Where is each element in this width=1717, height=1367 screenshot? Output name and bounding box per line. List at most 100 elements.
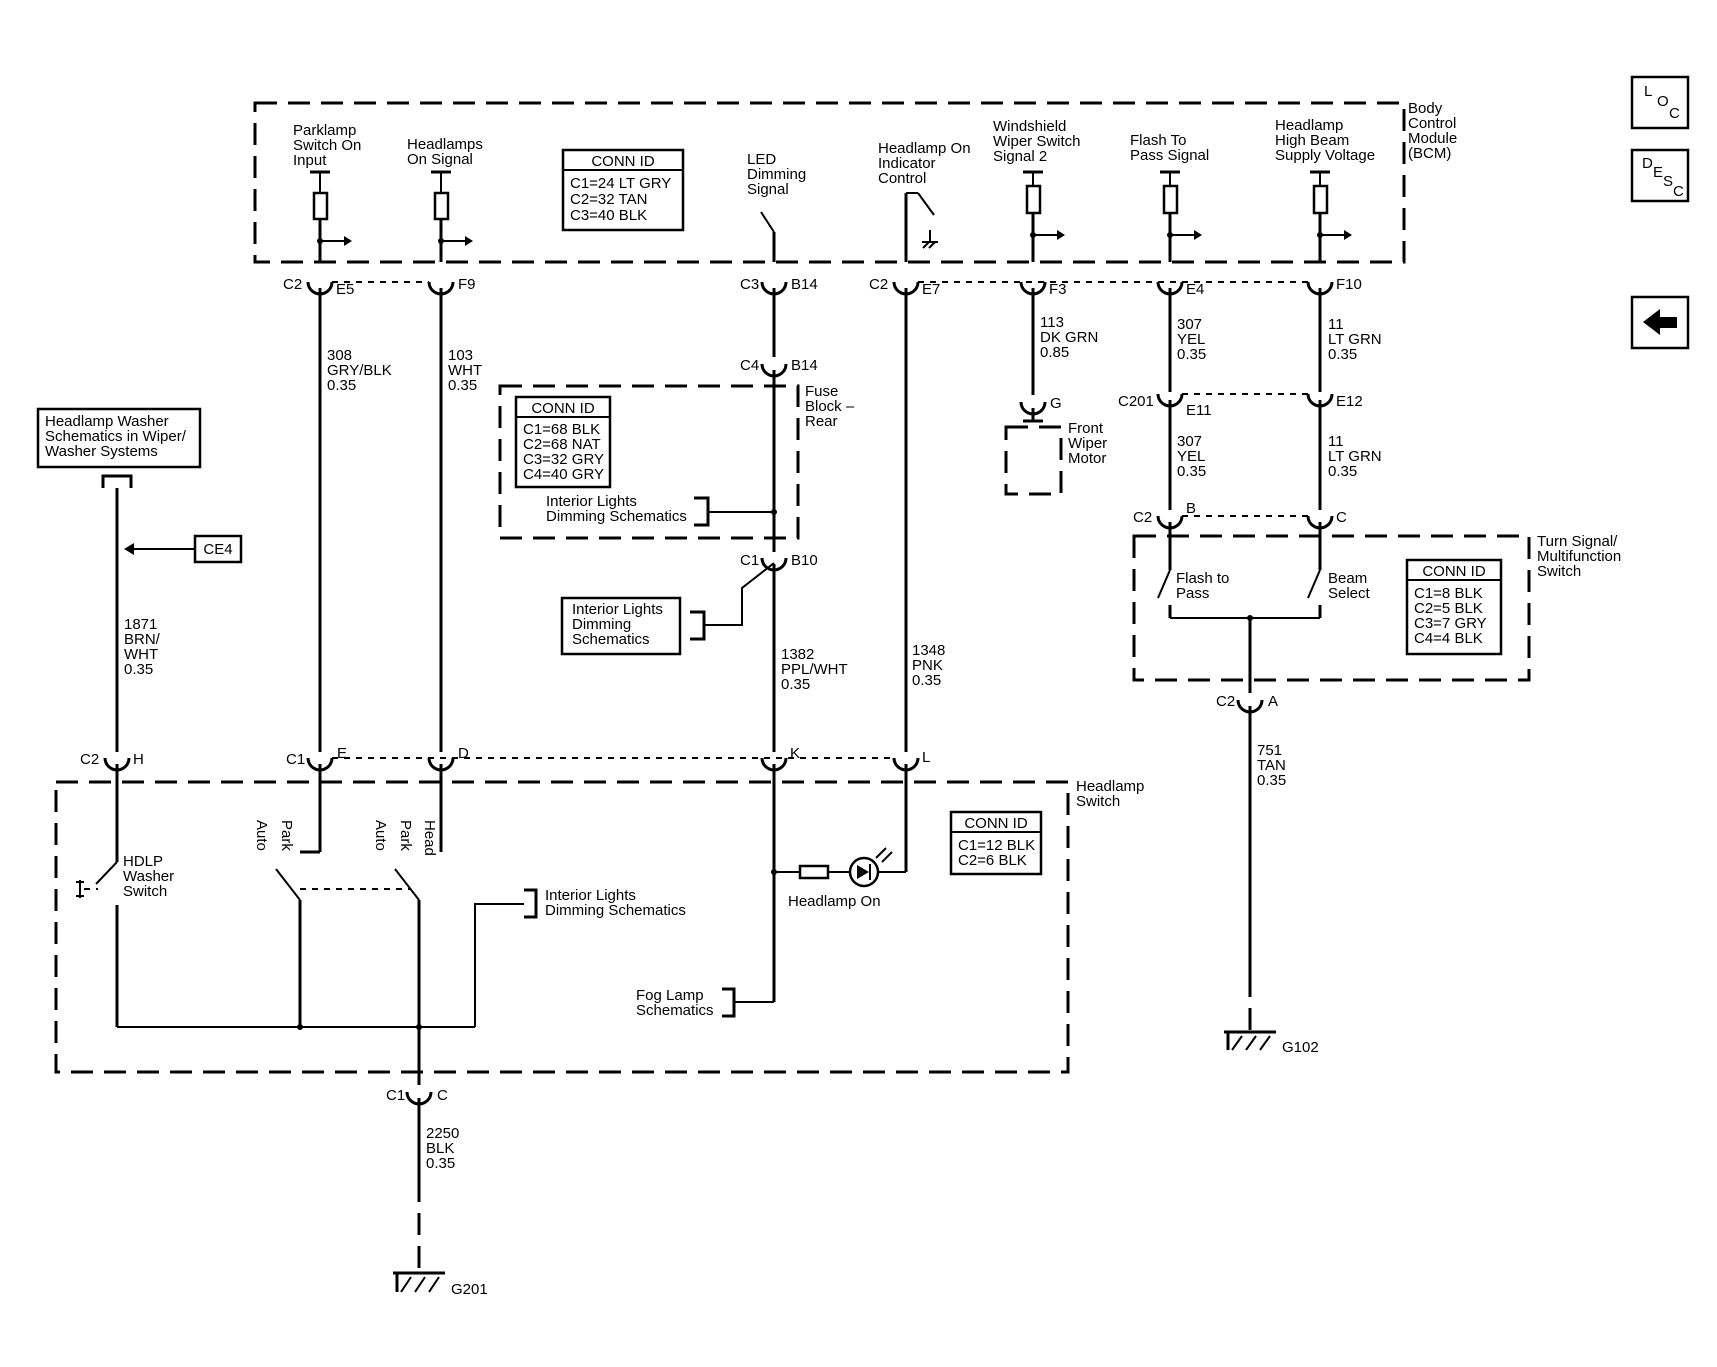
svg-text:BLK: BLK — [426, 1140, 454, 1157]
wire-2250-label: 2250 BLK 0.35 — [426, 1125, 459, 1172]
svg-text:(BCM): (BCM) — [1408, 145, 1451, 162]
turn-switch-connector — [1156, 515, 1334, 530]
svg-text:Wiper: Wiper — [1068, 435, 1107, 452]
svg-text:WHT: WHT — [448, 362, 482, 379]
svg-text:0.35: 0.35 — [912, 672, 941, 689]
svg-text:Washer: Washer — [123, 868, 174, 885]
beam-select-switch: Beam Select — [1307, 522, 1371, 618]
desc-letter-s: S — [1663, 173, 1673, 190]
svg-text:C1=12 BLK: C1=12 BLK — [958, 837, 1035, 854]
headlamps-on-label: Headlamps On Signal — [407, 136, 483, 168]
svg-text:C1=8 BLK: C1=8 BLK — [1414, 585, 1483, 602]
wire-1871-label: 1871 BRN/ WHT 0.35 — [124, 616, 161, 678]
svg-text:Multifunction: Multifunction — [1537, 548, 1621, 565]
g201-label: G201 — [451, 1281, 488, 1298]
hdlp-washer-switch: HDLP Washer Switch — [76, 764, 174, 1027]
back-button[interactable] — [1630, 295, 1690, 350]
svg-text:Body: Body — [1408, 100, 1443, 117]
svg-text:Interior Lights: Interior Lights — [572, 601, 663, 618]
fog-lamp-ref: Fog Lamp Schematics — [636, 987, 776, 1019]
led-dimming-label: LED Dimming Signal — [747, 151, 806, 198]
svg-text:Turn Signal/: Turn Signal/ — [1537, 533, 1618, 550]
svg-text:TAN: TAN — [1257, 757, 1286, 774]
bcm-conn-id-table: CONN ID C1=24 LT GRY C2=32 TAN C3=40 BLK — [561, 148, 685, 232]
wire-307-lower-label: 307 YEL 0.35 — [1177, 433, 1206, 480]
interior-lights-ref-left: Interior Lights Dimming Schematics — [560, 562, 775, 656]
svg-text:Pass Signal: Pass Signal — [1130, 147, 1209, 164]
bus-junction-park — [297, 1024, 303, 1030]
svg-text:1871: 1871 — [124, 616, 157, 633]
bus-junction-head — [416, 1024, 422, 1030]
svg-text:PNK: PNK — [912, 657, 943, 674]
conn-c1-e-label: C1 — [286, 751, 305, 768]
conn-c2-label: C2 — [283, 276, 302, 293]
conn-l-label: L — [922, 749, 930, 766]
svg-text:C3=32 GRY: C3=32 GRY — [523, 451, 604, 468]
svg-text:307: 307 — [1177, 433, 1202, 450]
indicator-control-switch — [904, 192, 938, 262]
conn-b-label: B — [1186, 500, 1196, 517]
svg-text:Auto: Auto — [372, 820, 389, 851]
svg-text:Dimming: Dimming — [572, 616, 631, 633]
conn-c-bottom-label: C — [437, 1087, 448, 1104]
svg-text:113: 113 — [1040, 314, 1064, 331]
desc-button[interactable]: D E S C — [1630, 148, 1690, 203]
svg-text:C2=5 BLK: C2=5 BLK — [1414, 600, 1483, 617]
ce4-ref[interactable]: CE4 — [124, 534, 243, 564]
svg-text:2250: 2250 — [426, 1125, 459, 1142]
svg-text:Headlamp On: Headlamp On — [788, 893, 881, 910]
loc-letter-c: C — [1669, 105, 1680, 122]
fuse-block-label: Fuse Block – Rear — [805, 383, 855, 430]
indicator-control-label: Headlamp On Indicator Control — [878, 140, 971, 187]
front-wiper-motor-outline — [1004, 425, 1063, 496]
svg-text:CE4: CE4 — [203, 541, 232, 558]
c201-connector — [1156, 393, 1334, 408]
svg-text:C2=68 NAT: C2=68 NAT — [523, 436, 601, 453]
svg-text:Block –: Block – — [805, 398, 855, 415]
svg-text:Module: Module — [1408, 130, 1457, 147]
svg-text:CONN ID: CONN ID — [591, 153, 655, 170]
wire-113-label: 113 DK GRN 0.85 — [1040, 314, 1098, 361]
bcm-outline — [253, 101, 1406, 264]
conn-f9-label: F9 — [458, 276, 476, 293]
svg-text:0.35: 0.35 — [1177, 463, 1206, 480]
conn-b10-label: B10 — [791, 552, 818, 569]
conn-c-label: C — [1336, 509, 1347, 526]
svg-text:Park: Park — [278, 820, 295, 851]
flash-to-pass-switch: Flash to Pass — [1157, 522, 1229, 618]
svg-text:Control: Control — [878, 170, 926, 187]
svg-text:Headlamp: Headlamp — [1275, 117, 1343, 134]
conn-f10-label: F10 — [1336, 276, 1362, 293]
svg-text:Windshield: Windshield — [993, 118, 1066, 135]
headlamp-switch-outline — [54, 780, 1070, 1074]
svg-text:0.35: 0.35 — [1257, 772, 1286, 789]
svg-text:Headlamp Washer: Headlamp Washer — [45, 413, 169, 430]
svg-text:Beam: Beam — [1328, 570, 1367, 587]
conn-b14-label: B14 — [791, 276, 818, 293]
led-dimming-switch — [760, 211, 776, 262]
loc-letter-l: L — [1644, 83, 1652, 100]
svg-text:Supply Voltage: Supply Voltage — [1275, 147, 1375, 164]
hsw-conn-id-table: CONN ID C1=12 BLK C2=6 BLK — [949, 810, 1043, 876]
svg-text:GRY/BLK: GRY/BLK — [327, 362, 392, 379]
svg-text:Auto: Auto — [253, 820, 270, 851]
svg-text:0.35: 0.35 — [781, 676, 810, 693]
svg-text:LED: LED — [747, 151, 776, 168]
parklamp-label: Parklamp Switch On Input — [293, 122, 361, 169]
park-switch: Auto Park — [253, 764, 322, 1027]
svg-text:High Beam: High Beam — [1275, 132, 1349, 149]
conn-e7-label: E7 — [922, 281, 940, 298]
conn-e5-label: E5 — [336, 281, 354, 298]
headlamp-on-indicator: Headlamp On — [771, 764, 908, 1000]
svg-text:Input: Input — [293, 152, 327, 169]
svg-text:Schematics: Schematics — [572, 631, 650, 648]
turn-signal-switch-outline — [1132, 534, 1531, 682]
wire-1348-label: 1348 PNK 0.35 — [912, 642, 945, 689]
flash-to-pass-signal-label: Flash To Pass Signal — [1130, 132, 1209, 164]
front-wiper-motor-label: Front Wiper Motor — [1068, 420, 1107, 467]
svg-text:0.85: 0.85 — [1040, 344, 1069, 361]
headlamp-switch-label: Headlamp Switch — [1076, 778, 1144, 810]
svg-text:C2=32 TAN: C2=32 TAN — [570, 191, 647, 208]
loc-button[interactable]: L O C — [1630, 75, 1690, 130]
